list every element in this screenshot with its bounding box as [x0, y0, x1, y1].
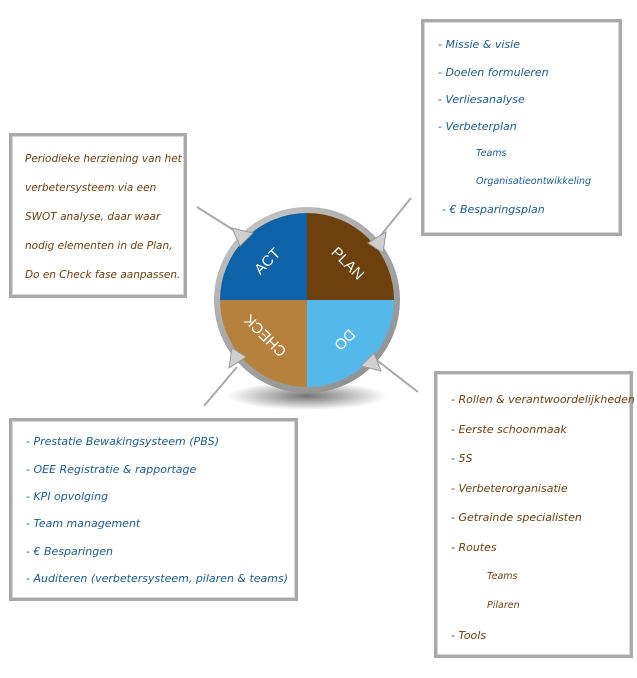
do-item: - Rollen & verantwoordelijkheden [451, 393, 635, 406]
do-item: - Eerste schoonmaak [451, 423, 567, 436]
arrow-check-icon [228, 347, 247, 370]
do-item: - Tools [451, 629, 487, 642]
arrow-do-icon [360, 352, 382, 372]
act-line: nodig elementen in de Plan, [25, 240, 173, 252]
act-line: Periodieke herziening van het [25, 153, 182, 165]
do-box: - Rollen & verantwoordelijkheden - Eerst… [434, 371, 635, 658]
arrow-plan-icon [367, 231, 387, 254]
do-item: - Verbeterorganisatie [451, 482, 568, 495]
check-item: - OEE Registratie & rapportage [26, 463, 197, 476]
do-item: - 5S [451, 452, 473, 465]
plan-item: - Doelen formuleren [438, 66, 549, 79]
act-line: verbetersysteem via een [25, 182, 157, 194]
do-subitem: Teams [487, 571, 518, 582]
connector-do [373, 357, 419, 393]
do-item: - Routes [451, 541, 497, 554]
do-subitem: Pilaren [487, 600, 520, 611]
act-line: Do en Check fase aanpassen. [25, 269, 181, 281]
check-item: - € Besparingen [26, 545, 114, 558]
plan-item: - Missie & visie [438, 38, 520, 51]
plan-item: - Verliesanalyse [438, 93, 525, 106]
wheel-shadow [227, 382, 387, 410]
connector-plan [376, 197, 412, 241]
check-box: - Prestatie Bewakingsysteem (PBS) - OEE … [9, 418, 298, 601]
check-item: - Auditeren (verbetersysteem, pilaren & … [26, 572, 289, 585]
check-item: - Team management [26, 517, 141, 530]
arrow-act-icon [231, 227, 254, 247]
plan-item: - € Besparingsplan [442, 203, 545, 216]
connector-check [203, 366, 238, 407]
plan-item: - Verbeterplan [438, 120, 517, 133]
plan-box: - Missie & visie - Doelen formuleren - V… [421, 19, 622, 236]
act-box: Periodieke herziening van het verbetersy… [9, 133, 187, 298]
do-item: - Getrainde specialisten [451, 511, 582, 524]
do-quadrant [307, 300, 394, 387]
act-quadrant [220, 213, 307, 300]
plan-quadrant [307, 213, 394, 300]
plan-subitem: Organisatieontwikkeling [476, 176, 592, 187]
check-quadrant [220, 300, 307, 387]
check-item: - Prestatie Bewakingsysteem (PBS) [26, 435, 220, 448]
plan-subitem: Teams [476, 148, 507, 159]
check-item: - KPI opvolging [26, 490, 109, 503]
act-line: SWOT analyse, daar waar [25, 211, 161, 223]
